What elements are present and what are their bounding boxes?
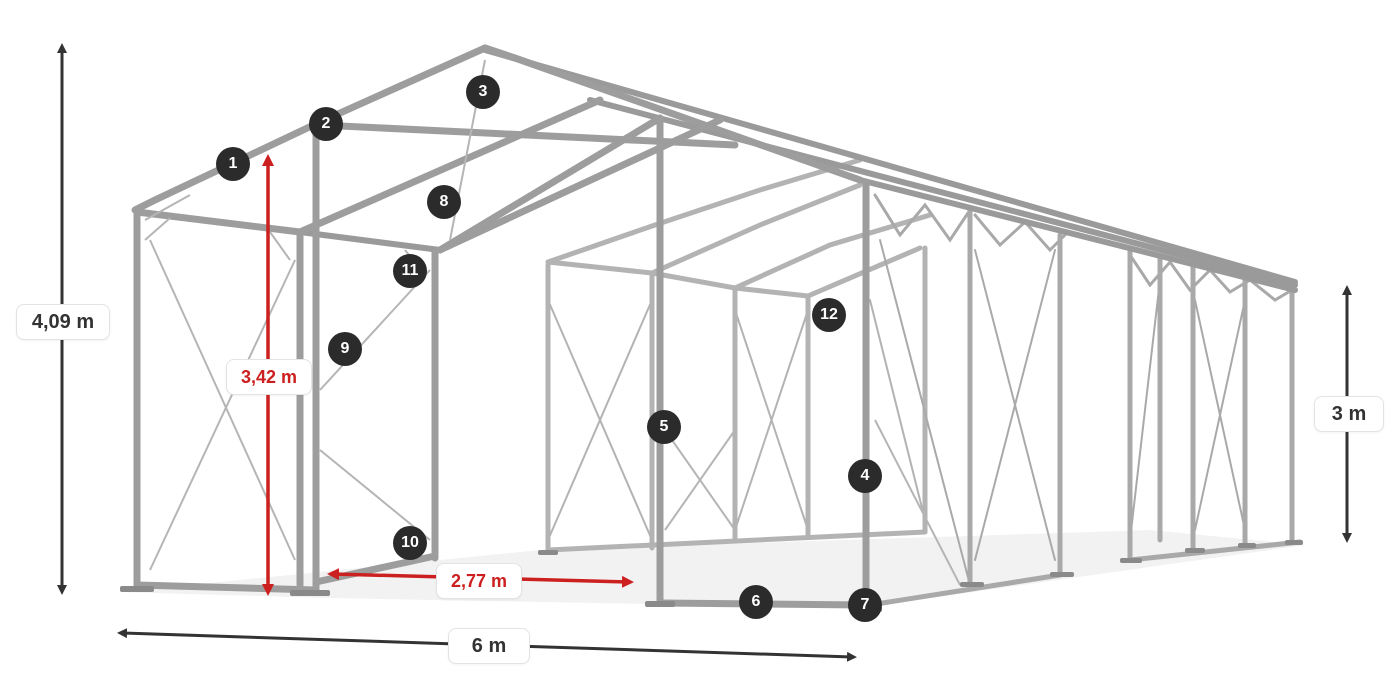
ground-shadow — [120, 530, 1305, 608]
tent-roof-longitudinal — [297, 47, 1298, 293]
callout-11: 11 — [393, 254, 427, 288]
callout-12: 12 — [812, 298, 846, 332]
callout-1: 1 — [216, 147, 250, 181]
side-height-label: 3 m — [1314, 396, 1384, 432]
gate-width-label: 2,77 m — [436, 563, 522, 599]
callout-10: 10 — [393, 526, 427, 560]
total-height-label: 4,09 m — [16, 304, 110, 340]
width-label: 6 m — [448, 628, 530, 664]
callout-6: 6 — [739, 585, 773, 619]
tent-back-frame — [545, 157, 933, 555]
callout-9: 9 — [328, 332, 362, 366]
callout-2: 2 — [309, 107, 343, 141]
callout-8: 8 — [427, 185, 461, 219]
callout-4: 4 — [848, 459, 882, 493]
tent-front-frame — [131, 44, 870, 612]
callout-5: 5 — [647, 410, 681, 444]
callout-7: 7 — [848, 588, 882, 622]
inner-height-label: 3,42 m — [226, 359, 312, 395]
callout-3: 3 — [466, 75, 500, 109]
tent-right-side-frame — [867, 193, 1303, 608]
